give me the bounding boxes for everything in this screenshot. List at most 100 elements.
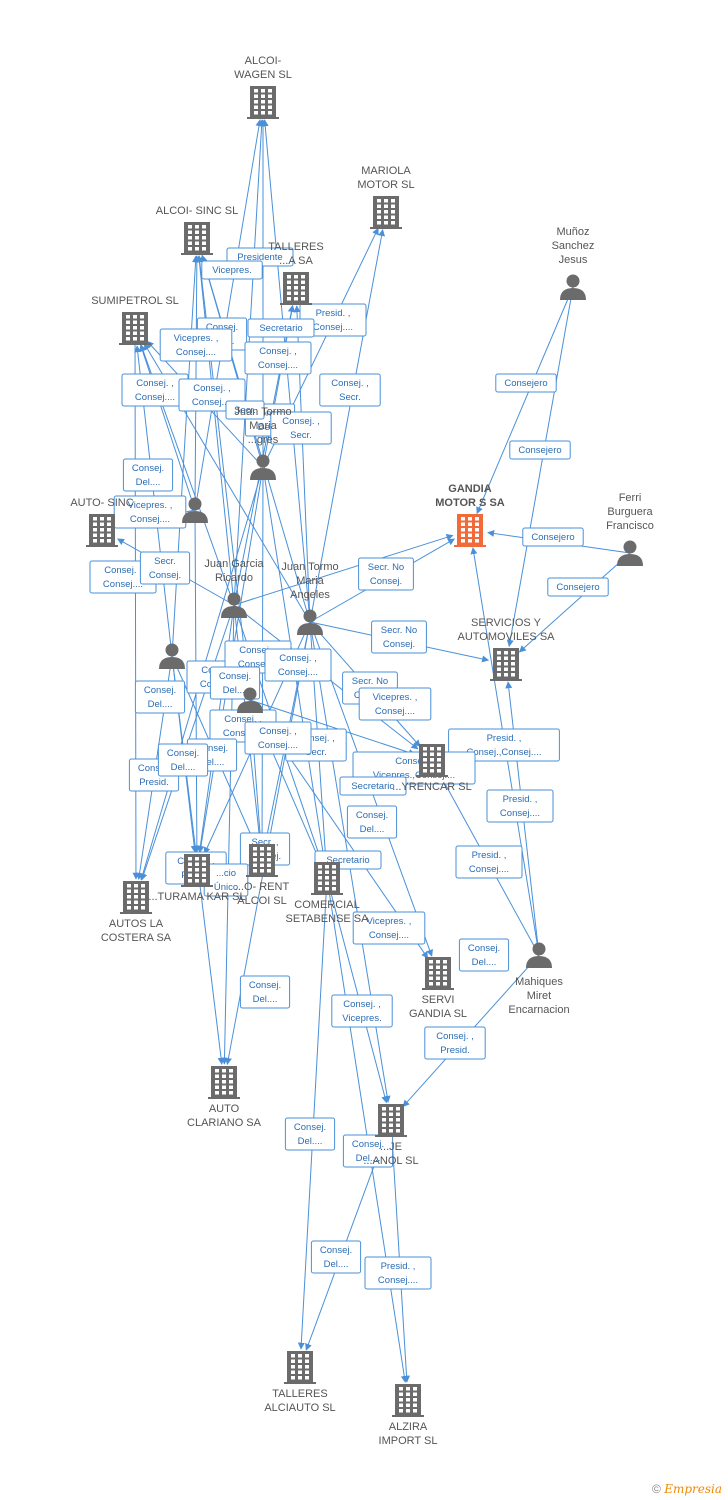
- edge-label-52[interactable]: Consej. ,Consej....: [264, 648, 332, 682]
- node-talleres[interactable]: TALLERES...A SA: [268, 241, 324, 305]
- node-sumipetrol[interactable]: SUMIPETROL SL: [91, 295, 179, 345]
- edge-label-text: Vicepres.: [212, 265, 251, 276]
- node-alcoiwagen[interactable]: ALCOI-WAGEN SL: [234, 55, 292, 119]
- edge-label-8[interactable]: Consej. ,Consej....: [121, 373, 189, 407]
- edge-label-text: Del....: [136, 477, 161, 488]
- edge-label-47[interactable]: Consej. ,Presid.: [424, 1026, 486, 1060]
- node-autosinc[interactable]: AUTO- SINC: [70, 497, 134, 547]
- building-icon: [284, 1351, 316, 1384]
- edge-label-31[interactable]: Secretario: [339, 776, 407, 796]
- edge-label-6[interactable]: Consej. ,Consej....: [244, 341, 312, 375]
- edge-label-32[interactable]: Consej.Del....: [346, 805, 398, 839]
- edge-juangr-to-alcoisinc: [195, 255, 235, 606]
- edge-label-11[interactable]: Secr.: [225, 400, 265, 420]
- edge-label-19[interactable]: Consej. ,Consej....: [89, 560, 157, 594]
- edge-label-48[interactable]: Consej.Del....: [284, 1117, 336, 1151]
- node-yrencar[interactable]: ...YRENCAR SL: [392, 744, 472, 793]
- edge-label-38[interactable]: Consej.Del....: [157, 743, 209, 777]
- node-label: Sanchez: [552, 240, 595, 252]
- edge-label-30[interactable]: Presid. ,Consej....: [486, 789, 554, 823]
- edge-label-text: Consej.: [167, 748, 199, 759]
- edge-label-text: Consej....: [192, 397, 232, 408]
- edge-label-1[interactable]: Vicepres.: [201, 260, 263, 280]
- edge-label-box: [139, 551, 191, 585]
- building-icon: [422, 957, 454, 990]
- edge-label-18[interactable]: Vicepres. ,Consej....: [113, 495, 187, 529]
- node-person_hidden2[interactable]: [159, 643, 185, 670]
- edge-person_hidden1-to-alcoiwagen: [194, 119, 263, 511]
- person-icon: [221, 592, 247, 618]
- edge-label-28[interactable]: Presid. ,Consej.,Consej....: [448, 728, 560, 762]
- edge-label-text: Consej....: [135, 392, 175, 403]
- edge-label-box: [225, 400, 265, 420]
- edge-label-5[interactable]: Vicepres. , Consej....: [159, 328, 233, 362]
- edge-label-7[interactable]: Consej. ,Secr.: [319, 373, 381, 407]
- edge-label-text: Consej....: [176, 347, 216, 358]
- edge-label-14[interactable]: Consejero: [495, 373, 557, 393]
- node-person_hidden3[interactable]: [237, 687, 263, 714]
- edge-label-text: Consej....: [258, 740, 298, 751]
- edge-label-17[interactable]: Consejero: [547, 577, 609, 597]
- edge-label-50[interactable]: Consej.Del....: [310, 1240, 362, 1274]
- edge-label-box: [270, 411, 332, 445]
- node-servicios[interactable]: SERVICIOS Y AUTOMOVILES SA: [458, 617, 556, 681]
- edge-label-44[interactable]: Consej.Del....: [458, 938, 510, 972]
- node-turama[interactable]: ...TURAMA KAR SL: [148, 854, 246, 903]
- edge-label-text: Secretario: [326, 855, 369, 866]
- edge-label-33[interactable]: Presid. ,Consej....: [455, 845, 523, 879]
- edge-label-box: [239, 975, 291, 1009]
- node-label: GANDIA: [448, 483, 491, 495]
- node-garaje[interactable]: ...JE...ANOL SL: [363, 1104, 419, 1167]
- edge-label-24[interactable]: Vicepres. ,Consej....: [358, 687, 432, 721]
- edge-label-20[interactable]: Secr.Consej.: [139, 551, 191, 585]
- edge-label-text: Presid. ,: [503, 794, 538, 805]
- building-icon: [392, 1384, 424, 1417]
- edge-juangr-to-gandia: [233, 534, 454, 606]
- edge-label-text: Vicepres. ,: [174, 333, 219, 344]
- edge-label-text: Consej.: [196, 743, 228, 754]
- node-person_hidden1[interactable]: [182, 497, 208, 524]
- edge-label-4[interactable]: Secretario: [247, 318, 315, 338]
- edge-label-43[interactable]: Vicepres. ,Consej....: [352, 911, 426, 945]
- node-label: AUTOMOVILES SA: [458, 631, 556, 643]
- edge-label-51[interactable]: Presid. ,Consej....: [364, 1256, 432, 1290]
- edge-label-49[interactable]: Consej.Del....: [342, 1134, 394, 1168]
- building-icon: [120, 881, 152, 914]
- edge-label-12[interactable]: Consej. ,Secr.: [270, 411, 332, 445]
- node-label: CLARIANO SA: [187, 1117, 262, 1129]
- edge-label-45[interactable]: Consej.Del....: [239, 975, 291, 1009]
- edge-label-15[interactable]: Consejero: [509, 440, 571, 460]
- edge-label-text: Consej.: [320, 1245, 352, 1256]
- node-label: ALCOI-: [245, 55, 282, 67]
- edge-label-text: Único: [214, 882, 238, 893]
- brand-logo-text[interactable]: Empresia: [664, 1482, 722, 1496]
- edge-label-25[interactable]: Consej.Del....: [134, 680, 186, 714]
- node-label: GANDIA SL: [409, 1008, 467, 1020]
- node-alcoisinc[interactable]: ALCOI- SINC SL: [156, 205, 239, 255]
- node-label: SERVICIOS Y: [471, 617, 542, 629]
- edge-label-text: Secretario: [259, 323, 302, 334]
- edge-label-16[interactable]: Consejero: [522, 527, 584, 547]
- edge-label-53[interactable]: Consej. ,Consej....: [244, 721, 312, 755]
- edge-label-13[interactable]: Consej.Del....: [122, 458, 174, 492]
- edge-label-46[interactable]: Consej. ,Vicepres.: [331, 994, 393, 1028]
